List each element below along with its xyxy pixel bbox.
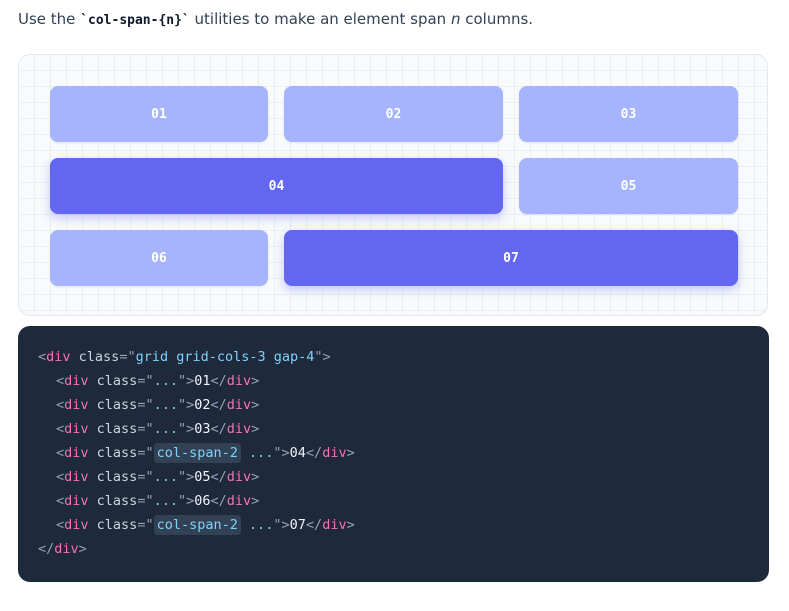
code-line-cell-05: <div class="...">05</div> bbox=[56, 469, 260, 485]
intro-variable: n bbox=[450, 10, 461, 28]
grid-cell-01: 01 bbox=[50, 86, 268, 142]
intro-code: `col-span-{n}` bbox=[80, 13, 190, 28]
code-line-cell-06: <div class="...">06</div> bbox=[56, 493, 260, 509]
code-line-cell-01: <div class="...">01</div> bbox=[56, 373, 260, 389]
code-line-outer-close: </div> bbox=[38, 541, 87, 557]
intro-prefix: Use the bbox=[18, 10, 81, 28]
intro-middle: utilities to make an element span bbox=[189, 10, 451, 28]
code-block[interactable]: <div class="grid grid-cols-3 gap-4"> <di… bbox=[18, 326, 769, 582]
preview-grid: 01 02 03 04 05 06 07 bbox=[50, 86, 738, 286]
code-line-cell-02: <div class="...">02</div> bbox=[56, 397, 260, 413]
code-line-outer-open: <div class="grid grid-cols-3 gap-4"> bbox=[38, 349, 331, 365]
code-line-cell-04: <div class="col-span-2 ...">04</div> bbox=[56, 443, 355, 463]
col-span-highlight: col-span-2 bbox=[153, 443, 241, 463]
intro-suffix: columns. bbox=[460, 10, 534, 28]
col-span-highlight: col-span-2 bbox=[153, 515, 241, 535]
code-line-cell-03: <div class="...">03</div> bbox=[56, 421, 260, 437]
grid-cell-02: 02 bbox=[284, 86, 503, 142]
grid-cell-05: 05 bbox=[519, 158, 738, 214]
grid-cell-03: 03 bbox=[519, 86, 738, 142]
grid-cell-06: 06 bbox=[50, 230, 268, 286]
grid-cell-07-span-2: 07 bbox=[284, 230, 738, 286]
intro-text: Use the `col-span-{n}` utilities to make… bbox=[18, 8, 533, 32]
grid-preview: 01 02 03 04 05 06 07 bbox=[18, 54, 768, 316]
code-line-cell-07: <div class="col-span-2 ...">07</div> bbox=[56, 515, 355, 535]
grid-cell-04-span-2: 04 bbox=[50, 158, 503, 214]
